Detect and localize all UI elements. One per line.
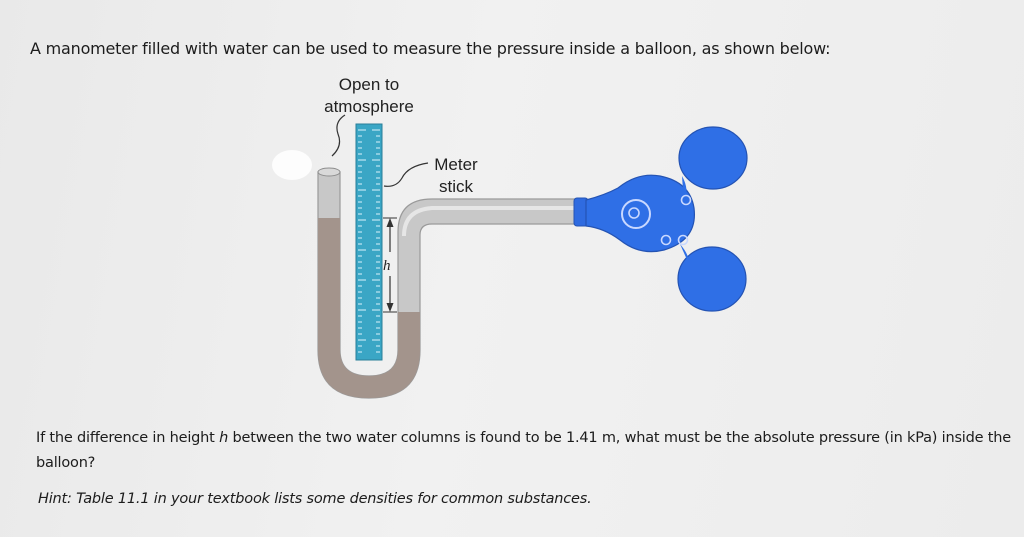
open-leader-line	[331, 114, 346, 157]
water-column	[318, 218, 420, 398]
tube-opening	[317, 167, 341, 177]
balloon-lobe-bottom	[677, 246, 747, 312]
balloon-highlight-dot	[628, 207, 640, 219]
balloon-highlight-ring	[621, 199, 651, 229]
meter-stick	[355, 123, 383, 361]
balloon-body	[585, 174, 696, 253]
tube-highlight	[402, 206, 576, 237]
intro-text: A manometer filled with water can be use…	[30, 39, 831, 58]
question-part1: If the difference in height	[36, 430, 220, 446]
open-to-atmosphere-label: Open to atmosphere	[308, 74, 430, 118]
h-arrowhead-down	[386, 303, 394, 312]
stick-leader-line	[383, 162, 429, 187]
question-variable: h	[219, 430, 229, 446]
open-label-line2: atmosphere	[324, 97, 414, 116]
meter-stick-ticks	[358, 129, 380, 353]
balloon	[573, 126, 748, 312]
stick-label-line2: stick	[439, 177, 473, 196]
question-part2: between the two water columns is found t…	[36, 430, 1011, 471]
glare-spot	[272, 150, 312, 180]
meter-stick-label: Meter stick	[428, 154, 484, 198]
stick-label-line1: Meter	[434, 155, 478, 174]
hint-text: Hint: Table 11.1 in your textbook lists …	[38, 491, 592, 507]
open-label-line1: Open to	[338, 75, 400, 94]
question-text: If the difference in height h between th…	[36, 426, 1011, 476]
balloon-lobe-top	[678, 126, 748, 190]
height-symbol: h	[383, 258, 391, 274]
h-arrowhead-up	[386, 218, 394, 227]
